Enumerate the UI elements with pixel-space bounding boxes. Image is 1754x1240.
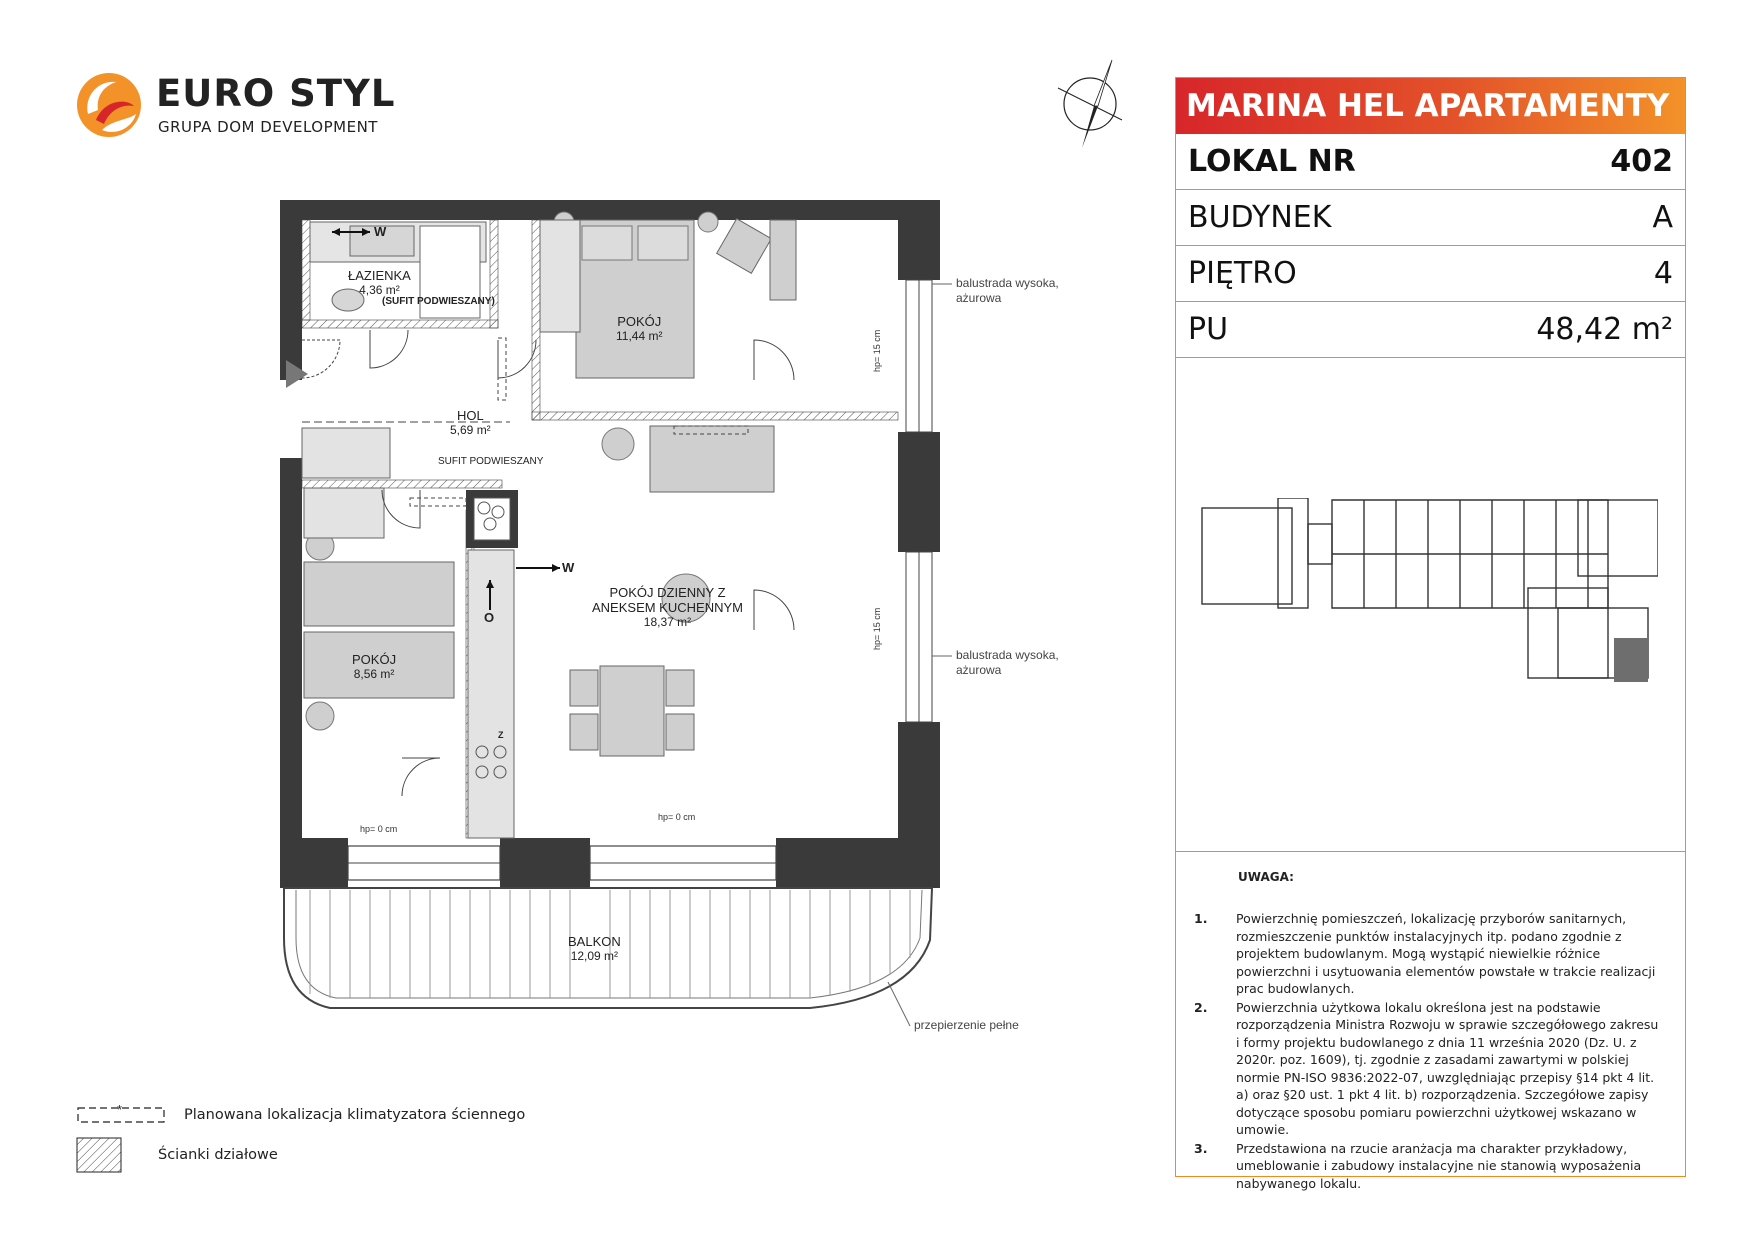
key-plan-section bbox=[1176, 358, 1685, 852]
unit-value: 402 bbox=[1610, 144, 1673, 179]
living-area: 18,37 m² bbox=[643, 615, 692, 629]
hall-area: 5,69 m² bbox=[450, 423, 491, 437]
project-title: MARINA HEL APARTAMENTY bbox=[1176, 78, 1685, 134]
legend: * Planowana lokalizacja klimatyzatora śc… bbox=[76, 1100, 596, 1200]
meter-z: Z bbox=[498, 730, 504, 740]
area-value: 48,42 m² bbox=[1536, 312, 1673, 347]
bedroom1-label: POKÓJ 11,44 m² bbox=[616, 314, 662, 344]
balcony-label: BALKON 12,09 m² bbox=[568, 934, 621, 964]
building-value: A bbox=[1652, 200, 1673, 235]
hatched-partition-icon bbox=[76, 1137, 122, 1173]
bathroom-name: ŁAZIENKA bbox=[348, 268, 411, 283]
railing-note-2-line1: balustrada wysoka, bbox=[956, 648, 1059, 662]
bedroom2-label: POKÓJ 8,56 m² bbox=[352, 652, 396, 682]
note-item: 3. Przedstawiona na rzucie aranżacja ma … bbox=[1194, 1140, 1665, 1193]
partition-note: przepierzenie pełne bbox=[914, 1018, 1019, 1032]
hp0-b: hp= 0 cm bbox=[658, 812, 696, 822]
north-arrow-icon bbox=[1057, 59, 1123, 148]
hp15-b: hp= 15 cm bbox=[872, 607, 882, 650]
info-row-area: PU 48,42 m² bbox=[1176, 302, 1685, 358]
ac-dashed-marker-icon bbox=[77, 1107, 165, 1123]
railing-note-1-line1: balustrada wysoka, bbox=[956, 276, 1059, 290]
bathroom-area: 4,36 m² bbox=[359, 283, 400, 297]
legend-partition-label: Ścianki działowe bbox=[158, 1147, 278, 1163]
railing-note-2: balustrada wysoka, ażurowa bbox=[956, 648, 1059, 678]
legend-ac: * Planowana lokalizacja klimatyzatora śc… bbox=[76, 1100, 525, 1130]
logo: EURO STYL GRUPA DOM DEVELOPMENT bbox=[74, 70, 394, 140]
info-row-unit: LOKAL NR 402 bbox=[1176, 134, 1685, 190]
bedroom1-area: 11,44 m² bbox=[616, 329, 663, 343]
unit-label: LOKAL NR bbox=[1188, 144, 1356, 179]
hp0-a: hp= 0 cm bbox=[360, 824, 398, 834]
notes-heading: UWAGA: bbox=[1238, 870, 1294, 884]
note-text: Powierzchnia użytkowa lokalu określona j… bbox=[1236, 999, 1659, 1138]
euro-styl-logo-icon bbox=[77, 73, 141, 137]
note-number: 1. bbox=[1194, 911, 1208, 926]
note-text: Powierzchnię pomieszczeń, lokalizację pr… bbox=[1236, 911, 1656, 996]
floor-value: 4 bbox=[1653, 256, 1673, 291]
notes: UWAGA: 1. Powierzchnię pomieszczeń, loka… bbox=[1176, 852, 1685, 1192]
logo-name: EURO STYL bbox=[156, 72, 396, 115]
railing-note-2-line2: ażurowa bbox=[956, 663, 1002, 677]
note-item: 2. Powierzchnia użytkowa lokalu określon… bbox=[1194, 999, 1665, 1139]
info-row-floor: PIĘTRO 4 bbox=[1176, 246, 1685, 302]
logo-subtitle: GRUPA DOM DEVELOPMENT bbox=[158, 118, 378, 136]
note-item: 1. Powierzchnię pomieszczeń, lokalizację… bbox=[1194, 910, 1665, 998]
hall-ceiling-note: SUFIT PODWIESZANY bbox=[438, 456, 544, 467]
hall-name: HOL bbox=[456, 408, 484, 423]
bedroom2-name: POKÓJ bbox=[352, 652, 397, 667]
floor-plan: ŁAZIENKA 4,36 m² (SUFIT PODWIESZANY) POK… bbox=[270, 190, 1090, 1050]
legend-partition: Ścianki działowe bbox=[76, 1137, 278, 1173]
floor-plan-drawing bbox=[280, 200, 952, 1027]
bathroom-label: ŁAZIENKA 4,36 m² bbox=[348, 268, 411, 298]
living-name-line2: ANEKSEM KUCHENNYM bbox=[592, 600, 743, 615]
railing-note-1: balustrada wysoka, ażurowa bbox=[956, 276, 1059, 306]
building-label: BUDYNEK bbox=[1188, 200, 1332, 235]
building-key-plan bbox=[1201, 498, 1658, 682]
meter-o: O bbox=[484, 610, 495, 625]
area-label: PU bbox=[1188, 312, 1229, 347]
note-number: 2. bbox=[1194, 999, 1208, 1015]
apartment-info-panel: MARINA HEL APARTAMENTY LOKAL NR 402 BUDY… bbox=[1175, 77, 1686, 1191]
meter-w1: W bbox=[374, 224, 387, 239]
hall-label: HOL 5,69 m² bbox=[450, 408, 491, 438]
bedroom2-area: 8,56 m² bbox=[353, 667, 395, 681]
info-row-building: BUDYNEK A bbox=[1176, 190, 1685, 246]
note-text: Przedstawiona na rzucie aranżacja ma cha… bbox=[1236, 1140, 1642, 1191]
meter-w2: W bbox=[562, 560, 575, 575]
legend-ac-marker: * bbox=[117, 1102, 123, 1117]
living-name-line1: POKÓJ DZIENNY Z bbox=[609, 585, 726, 600]
balcony-name: BALKON bbox=[568, 934, 621, 949]
legend-ac-label: Planowana lokalizacja klimatyzatora ście… bbox=[184, 1107, 526, 1123]
railing-note-1-line2: ażurowa bbox=[956, 291, 1002, 305]
balcony-area: 12,09 m² bbox=[570, 949, 619, 963]
floor-label: PIĘTRO bbox=[1188, 256, 1297, 291]
bathroom-ceiling-note: (SUFIT PODWIESZANY) bbox=[382, 296, 495, 307]
note-number: 3. bbox=[1194, 1140, 1208, 1156]
bedroom1-name: POKÓJ bbox=[617, 314, 662, 329]
living-label: POKÓJ DZIENNY Z ANEKSEM KUCHENNYM 18,37 … bbox=[592, 585, 743, 630]
hp15-a: hp= 15 cm bbox=[872, 329, 882, 372]
